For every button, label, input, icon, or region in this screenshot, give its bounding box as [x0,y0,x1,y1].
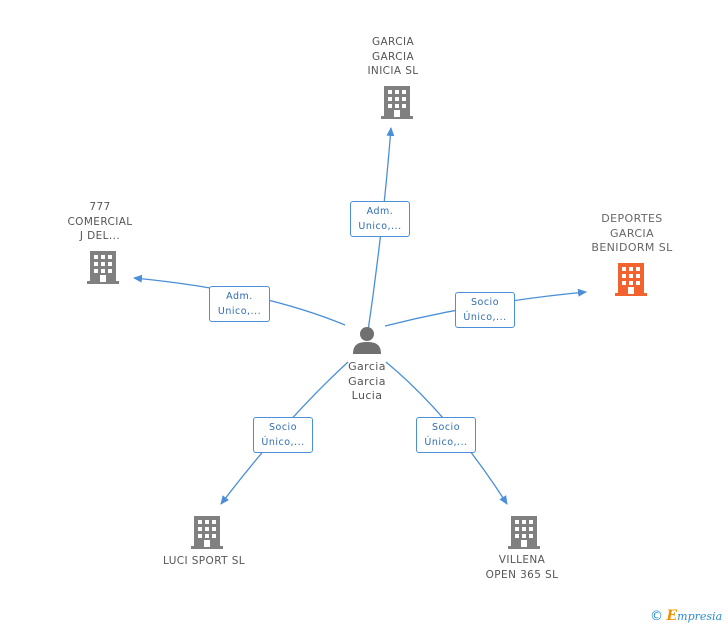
person-icon[interactable] [352,325,382,355]
person-label[interactable]: Garcia Garcia Lucia [348,360,386,402]
empresia-logo[interactable]: Empresia [666,608,723,624]
company-label-luci-sport[interactable]: LUCI SPORT SL [162,555,246,567]
relation-label-garcia-garcia-inicia[interactable]: Adm. Unico,... [350,201,410,237]
footer-brand: © Empresia [650,608,722,624]
company-label-777-comercial[interactable]: 777 COMERCIAL J DEL... [67,201,133,242]
company-label-deportes-garcia-benidorm[interactable]: DEPORTES GARCIA BENIDORM SL [591,212,673,254]
building-icon-highlighted[interactable] [615,262,647,296]
relation-label-777-comercial[interactable]: Adm. Unico,... [209,286,270,322]
building-icon[interactable] [381,85,413,119]
building-icon[interactable] [508,515,540,549]
building-icon[interactable] [191,515,223,549]
company-label-villena-open-365[interactable]: VILLENA OPEN 365 SL [485,554,559,581]
relation-label-villena-open-365[interactable]: Socio Único,... [416,417,476,453]
building-icon[interactable] [87,250,119,284]
copyright-symbol: © [650,609,663,624]
relation-label-luci-sport[interactable]: Socio Único,... [253,417,313,453]
company-label-garcia-garcia-inicia[interactable]: GARCIA GARCIA INICIA SL [367,36,419,77]
relation-label-deportes-garcia-benidorm[interactable]: Socio Único,... [455,292,515,328]
